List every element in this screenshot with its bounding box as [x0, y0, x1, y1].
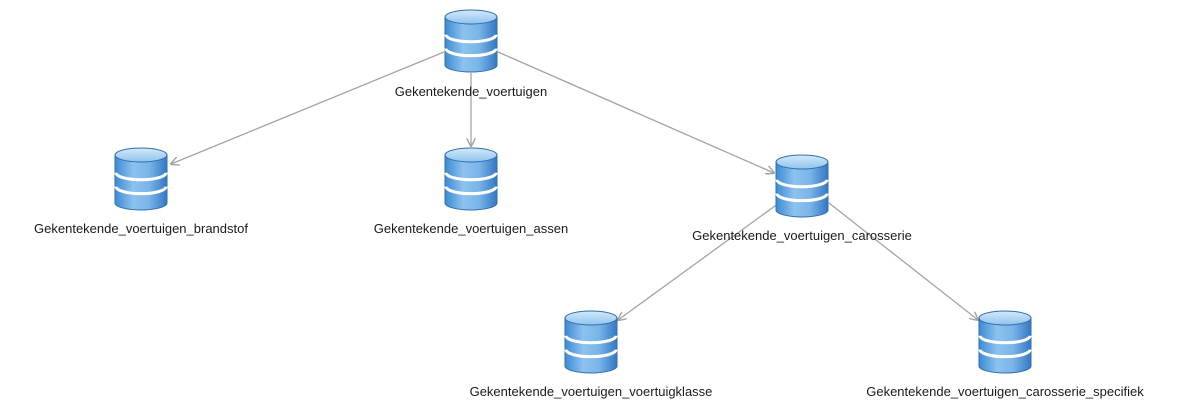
table-node-root[interactable]: Gekentekende_voertuigen: [395, 9, 548, 99]
database-icon: [114, 147, 168, 211]
edges-layer: [171, 51, 978, 320]
database-icon: [564, 310, 618, 374]
edge-arrow-root-to-brandstof: [171, 51, 445, 164]
database-icon: [775, 154, 829, 218]
node-label: Gekentekende_voertuigen_brandstof: [34, 221, 248, 236]
database-icon: [978, 310, 1032, 374]
edge-arrow-root-to-carosserie: [497, 51, 774, 173]
table-node-carosserie-specifiek[interactable]: Gekentekende_voertuigen_carosserie_speci…: [866, 310, 1144, 399]
edge-arrow-carosserie-to-voertuigklasse: [618, 202, 780, 320]
table-node-brandstof[interactable]: Gekentekende_voertuigen_brandstof: [34, 147, 248, 236]
node-label: Gekentekende_voertuigen_voertuigklasse: [470, 384, 713, 399]
table-node-carosserie[interactable]: Gekentekende_voertuigen_carosserie: [692, 154, 912, 243]
database-icon: [444, 9, 498, 73]
node-label: Gekentekende_voertuigen_carosserie: [692, 228, 912, 243]
node-label: Gekentekende_voertuigen_carosserie_speci…: [866, 384, 1144, 399]
table-node-voertuigklasse[interactable]: Gekentekende_voertuigen_voertuigklasse: [470, 310, 713, 399]
nodes-layer: Gekentekende_voertuigenGekentekende_voer…: [34, 9, 1144, 399]
node-label: Gekentekende_voertuigen: [395, 84, 548, 99]
table-node-assen[interactable]: Gekentekende_voertuigen_assen: [374, 147, 568, 236]
node-label: Gekentekende_voertuigen_assen: [374, 221, 568, 236]
edge-arrow-carosserie-to-carosserie_specifiek: [828, 202, 978, 320]
database-icon: [444, 147, 498, 211]
